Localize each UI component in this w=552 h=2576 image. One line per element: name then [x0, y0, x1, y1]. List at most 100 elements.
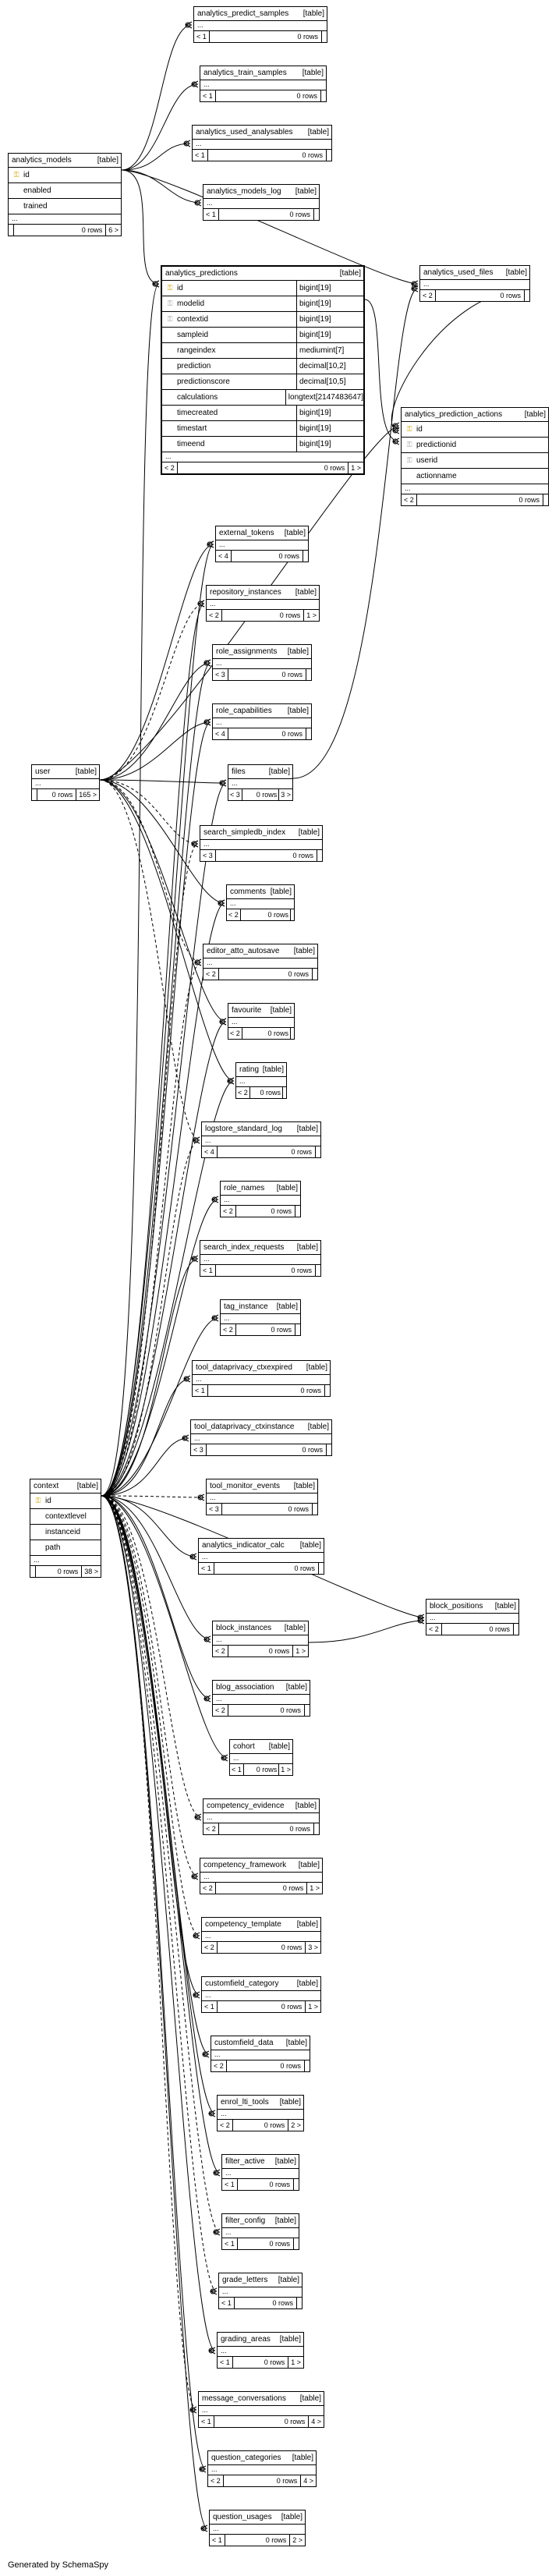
table-header[interactable]: user[table] — [32, 765, 99, 779]
table-header[interactable]: cohort[table] — [230, 1740, 292, 1754]
children-count[interactable] — [326, 150, 331, 161]
parents-count[interactable]: < 2 — [202, 1942, 218, 1953]
table-header[interactable]: search_simpledb_index[table] — [200, 826, 322, 840]
table-name[interactable]: comments — [230, 888, 267, 896]
parents-count[interactable]: < 1 — [219, 2298, 235, 2308]
column-row[interactable]: ⚿id — [402, 422, 548, 438]
table-header[interactable]: customfield_data[table] — [211, 2036, 310, 2050]
children-count[interactable]: 38 > — [81, 1566, 101, 1577]
table-name[interactable]: role_names — [224, 1184, 265, 1192]
table-header[interactable]: files[table] — [228, 765, 292, 779]
table-name[interactable]: role_capabilities — [216, 707, 272, 715]
table-name[interactable]: favourite — [232, 1006, 262, 1015]
table-name[interactable]: customfield_category — [205, 1979, 279, 1988]
table-header[interactable]: filter_active[table] — [222, 2155, 299, 2169]
column-row[interactable]: ⚿id — [30, 1494, 101, 1509]
parents-count[interactable]: < 2 — [221, 1206, 236, 1217]
parents-count[interactable]: < 1 — [218, 2357, 233, 2368]
column-row[interactable]: ⚿id — [9, 168, 121, 183]
table-header[interactable]: enrol_lti_tools[table] — [218, 2096, 303, 2110]
column-row[interactable]: ⚿predictionid — [402, 438, 548, 453]
table-name[interactable]: analytics_prediction_actions — [405, 410, 503, 419]
column-name[interactable]: modelid — [177, 299, 205, 308]
table-name[interactable]: tool_monitor_events — [210, 1482, 281, 1490]
table-header[interactable]: analytics_predictions[table] — [162, 267, 363, 281]
children-count[interactable] — [326, 1444, 331, 1455]
table-header[interactable]: rating[table] — [236, 1063, 286, 1077]
children-count[interactable] — [312, 1504, 317, 1515]
children-count[interactable]: 1 > — [305, 2001, 320, 2012]
parents-count[interactable]: < 1 — [222, 2238, 238, 2249]
table-name[interactable]: blog_association — [216, 1683, 274, 1692]
column-name[interactable]: instanceid — [45, 1528, 81, 1536]
children-count[interactable]: 1 > — [278, 1764, 292, 1775]
table-header[interactable]: context[table] — [30, 1479, 101, 1494]
table-header[interactable]: analytics_prediction_actions[table] — [402, 408, 548, 422]
table-header[interactable]: grade_letters[table] — [219, 2273, 302, 2287]
column-name[interactable]: timestart — [177, 424, 207, 433]
table-header[interactable]: repository_instances[table] — [207, 586, 319, 600]
table-header[interactable]: competency_framework[table] — [200, 1858, 322, 1873]
children-count[interactable] — [317, 850, 322, 861]
table-name[interactable]: grading_areas — [221, 2335, 271, 2344]
children-count[interactable]: 4 > — [300, 2475, 316, 2486]
table-name[interactable]: analytics_indicator_calc — [202, 1541, 285, 1550]
table-header[interactable]: competency_evidence[table] — [203, 1799, 319, 1813]
table-header[interactable]: analytics_models[table] — [9, 154, 121, 168]
table-name[interactable]: competency_framework — [203, 1861, 287, 1869]
children-count[interactable]: 165 > — [76, 789, 99, 800]
table-name[interactable]: tool_dataprivacy_ctxinstance — [194, 1423, 295, 1431]
table-name[interactable]: role_assignments — [216, 647, 278, 656]
table-header[interactable]: filter_config[table] — [222, 2214, 299, 2228]
table-name[interactable]: user — [35, 767, 51, 776]
table-name[interactable]: files — [232, 767, 246, 776]
table-name[interactable]: context — [34, 1482, 59, 1490]
column-name[interactable]: contextid — [177, 315, 209, 324]
column-name[interactable]: predictionscore — [177, 377, 230, 386]
children-count[interactable] — [290, 1028, 294, 1039]
table-header[interactable]: search_index_requests[table] — [200, 1241, 320, 1255]
column-name[interactable]: timecreated — [177, 409, 218, 417]
parents-count[interactable]: < 1 — [193, 1385, 208, 1396]
table-header[interactable]: logstore_standard_log[table] — [202, 1122, 320, 1136]
parents-count[interactable]: < 2 — [221, 1324, 236, 1335]
parents-count[interactable] — [32, 789, 37, 800]
parents-count[interactable]: < 1 — [230, 1764, 244, 1775]
children-count[interactable] — [543, 494, 548, 505]
table-header[interactable]: tool_dataprivacy_ctxexpired[table] — [193, 1361, 330, 1375]
parents-count[interactable]: < 4 — [216, 551, 232, 562]
table-header[interactable]: block_positions[table] — [426, 1600, 518, 1614]
table-name[interactable]: analytics_used_files — [423, 268, 494, 277]
parents-count[interactable]: < 1 — [199, 1563, 214, 1574]
children-count[interactable]: 1 > — [288, 2357, 303, 2368]
table-name[interactable]: analytics_predictions — [165, 269, 238, 278]
table-header[interactable]: question_categories[table] — [208, 2451, 316, 2465]
table-header[interactable]: tool_dataprivacy_ctxinstance[table] — [191, 1420, 331, 1434]
children-count[interactable] — [321, 31, 327, 42]
table-header[interactable]: tag_instance[table] — [221, 1300, 300, 1314]
children-count[interactable] — [304, 1705, 310, 1716]
table-header[interactable]: analytics_used_files[table] — [420, 266, 529, 280]
parents-count[interactable]: < 2 — [162, 462, 178, 473]
children-count[interactable]: 1 > — [292, 1646, 308, 1657]
